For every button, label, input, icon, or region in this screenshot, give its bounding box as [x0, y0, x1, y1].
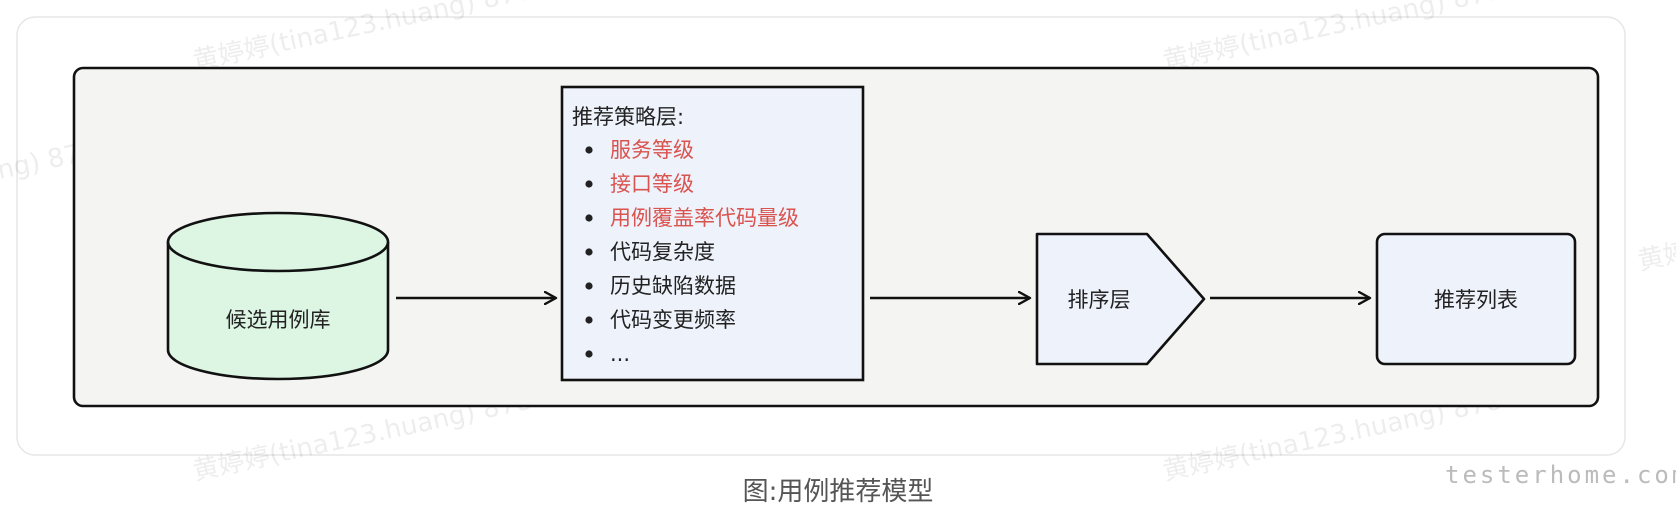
testerhome-logo: testerhome.com [1445, 461, 1676, 489]
sort-layer-node: 排序层 [1035, 232, 1206, 366]
bullet-dot [585, 248, 593, 256]
strategy-factor-list: 服务等级接口等级用例覆盖率代码量级代码复杂度历史缺陷数据代码变更频率... [585, 138, 799, 366]
strategy-factor-item: 代码复杂度 [610, 240, 715, 264]
strategy-layer-title: 推荐策略层: [572, 105, 684, 129]
bullet-dot [585, 214, 593, 222]
recommend-list-node: 推荐列表 [1375, 232, 1577, 366]
figure-caption: 图:用例推荐模型 [743, 477, 934, 507]
strategy-factor-item: 服务等级 [610, 138, 694, 162]
candidate-library-label: 候选用例库 [226, 308, 331, 332]
strategy-factor-item: 用例覆盖率代码量级 [610, 206, 799, 230]
bullet-dot [585, 350, 593, 358]
bullet-dot [585, 316, 593, 324]
bullet-dot [585, 180, 593, 188]
strategy-layer-node: 推荐策略层: 服务等级接口等级用例覆盖率代码量级代码复杂度历史缺陷数据代码变更频… [560, 85, 865, 382]
strategy-factor-item: 接口等级 [610, 172, 694, 196]
watermark-text: 黄婷婷(tina123.huang) 8780 [1635, 172, 1676, 277]
strategy-factor-item: 历史缺陷数据 [610, 274, 736, 298]
strategy-factor-item: 代码变更频率 [610, 308, 736, 332]
strategy-factor-item: ... [610, 342, 630, 366]
bullet-dot [585, 282, 593, 290]
bullet-dot [585, 146, 593, 154]
sort-layer-label: 排序层 [1068, 288, 1131, 312]
candidate-library-node: 候选用例库 [166, 211, 390, 381]
recommend-list-label: 推荐列表 [1434, 288, 1518, 312]
